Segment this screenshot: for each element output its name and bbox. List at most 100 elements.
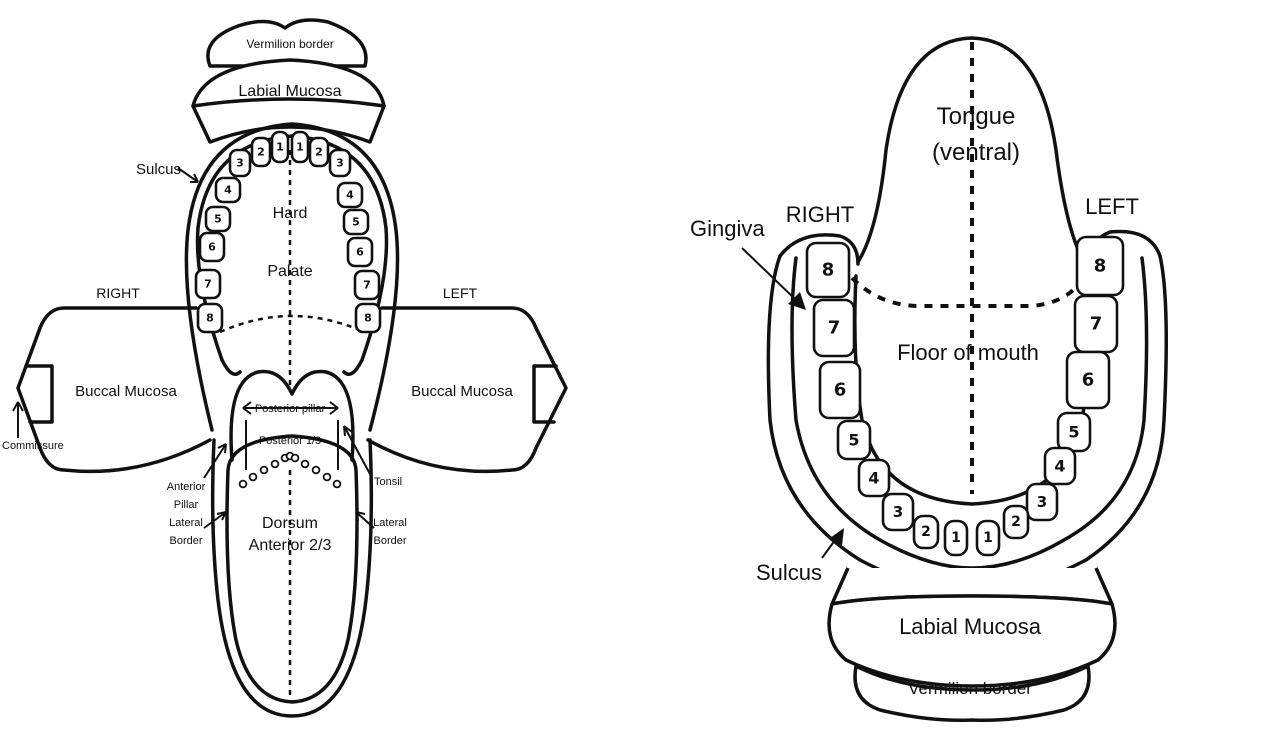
lateral-border-left-arrow xyxy=(203,511,227,529)
lower-tooth-number: 3 xyxy=(1037,493,1047,511)
upper-tooth-left-5: 5 xyxy=(342,208,370,236)
label-labial-mucosa-lower: Labial Mucosa xyxy=(899,614,1042,639)
papilla xyxy=(311,465,321,475)
lower-tooth-number: 4 xyxy=(1054,457,1065,476)
label-vermilion-border: Vermilion border xyxy=(246,37,333,51)
lower-tooth-right-1: 1 xyxy=(943,519,969,557)
upper-tooth-right-5: 5 xyxy=(204,205,232,233)
lower-tooth-number: 6 xyxy=(1082,370,1095,391)
label-palate: Palate xyxy=(267,263,312,280)
label-posterior-third: Posterior 1/3 xyxy=(259,435,321,447)
lower-lip xyxy=(827,567,1117,723)
buccal-mucosa-right-flap xyxy=(16,306,212,474)
upper-tooth-number: 7 xyxy=(204,278,212,291)
lower-tooth-left-5: 5 xyxy=(1056,411,1092,453)
upper-tooth-left-7: 7 xyxy=(353,269,381,301)
commissure-arrow xyxy=(12,401,24,438)
upper-tooth-number: 1 xyxy=(276,141,284,154)
upper-tooth-right-6: 6 xyxy=(198,231,226,263)
papilla xyxy=(248,472,258,482)
papilla xyxy=(259,465,269,475)
lower-tooth-left-1: 1 xyxy=(975,519,1001,557)
label-tonsil: Tonsil xyxy=(374,476,402,488)
buccal-mucosa-left-flap xyxy=(366,306,568,474)
lower-tooth-left-3: 3 xyxy=(1025,482,1059,522)
upper-tooth-right-4: 4 xyxy=(214,176,242,204)
lower-tooth-right-3: 3 xyxy=(881,492,915,532)
label-buccal-mucosa-left: Buccal Mucosa xyxy=(411,383,513,400)
label-sulcus: Sulcus xyxy=(136,161,181,178)
gingiva-arrowhead xyxy=(788,292,806,310)
lower-tooth-right-4: 4 xyxy=(857,458,891,498)
upper-tooth-number: 3 xyxy=(236,157,244,170)
label-border-left-side: Border xyxy=(169,535,202,547)
label-vermilion-border-lower: Vermilion border xyxy=(908,679,1032,698)
papilla xyxy=(322,472,332,482)
lower-tooth-right-6: 6 xyxy=(818,360,862,420)
label-right-lower: RIGHT xyxy=(786,202,854,227)
upper-tooth-right-7: 7 xyxy=(194,268,222,300)
upper-tooth-left-2: 2 xyxy=(308,136,330,168)
lower-tooth-right-8: 8 xyxy=(805,241,851,299)
lower-tooth-number: 1 xyxy=(951,530,961,546)
lower-tooth-right-2: 2 xyxy=(912,514,940,550)
floor-dashed-border xyxy=(850,276,1086,308)
label-sulcus-lower: Sulcus xyxy=(756,560,822,585)
lower-tooth-number: 8 xyxy=(1094,256,1107,277)
label-anterior: Anterior xyxy=(167,481,206,493)
palate-lines xyxy=(219,150,365,390)
lower-tooth-left-6: 6 xyxy=(1065,350,1111,410)
upper-tooth-number: 8 xyxy=(364,312,372,325)
papilla xyxy=(300,459,310,469)
sulcus-lower-arrowhead xyxy=(830,528,844,546)
upper-tooth-number: 4 xyxy=(224,184,232,197)
upper-tooth-number: 8 xyxy=(206,312,214,325)
upper-tooth-number: 2 xyxy=(257,146,265,159)
papilla xyxy=(290,453,300,463)
lower-tooth-left-2: 2 xyxy=(1002,504,1030,540)
upper-tooth-right-1: 1 xyxy=(270,130,290,164)
lower-tooth-number: 7 xyxy=(1090,314,1103,335)
label-right-upper: RIGHT xyxy=(96,285,140,301)
upper-tooth-number: 6 xyxy=(208,241,216,254)
lower-tooth-number: 6 xyxy=(834,380,847,401)
label-lateral-right-side: Lateral xyxy=(373,517,407,529)
label-anterior-two-thirds: Anterior 2/3 xyxy=(249,537,332,554)
papilla xyxy=(270,459,280,469)
lower-tooth-number: 3 xyxy=(893,503,903,521)
upper-tooth-right-2: 2 xyxy=(250,136,272,168)
lower-tooth-left-8: 8 xyxy=(1075,235,1125,297)
label-ventral: (ventral) xyxy=(932,139,1020,166)
lower-tooth-number: 2 xyxy=(921,524,931,540)
lower-tooth-number: 1 xyxy=(983,530,993,546)
upper-tooth-number: 1 xyxy=(296,141,304,154)
sulcus-arrow xyxy=(177,167,199,183)
label-gingiva: Gingiva xyxy=(690,216,765,241)
upper-tooth-right-8: 8 xyxy=(196,302,224,334)
tonsil-arrow xyxy=(343,425,371,475)
upper-tooth-number: 2 xyxy=(315,146,323,159)
lower-tooth-left-4: 4 xyxy=(1043,446,1077,486)
gingiva-arrow xyxy=(741,247,797,301)
papilla xyxy=(332,479,342,489)
tongue-ventral-outline xyxy=(856,36,1086,263)
lower-tooth-number: 5 xyxy=(848,431,859,450)
upper-tooth-number: 5 xyxy=(352,216,360,229)
circumvallate-papillae xyxy=(238,451,342,489)
label-dorsum: Dorsum xyxy=(262,515,318,532)
label-commissure: Commissure xyxy=(2,440,64,452)
label-left-lower: LEFT xyxy=(1085,194,1139,219)
label-lateral-left-side: Lateral xyxy=(169,517,203,529)
label-border-right-side: Border xyxy=(373,535,406,547)
upper-tooth-left-4: 4 xyxy=(336,181,364,209)
upper-tooth-left-3: 3 xyxy=(328,148,352,178)
upper-tooth-number: 6 xyxy=(356,246,364,259)
lower-tooth-number: 2 xyxy=(1011,514,1021,530)
lower-tooth-number: 7 xyxy=(828,318,841,339)
lower-tooth-left-7: 7 xyxy=(1073,294,1119,354)
